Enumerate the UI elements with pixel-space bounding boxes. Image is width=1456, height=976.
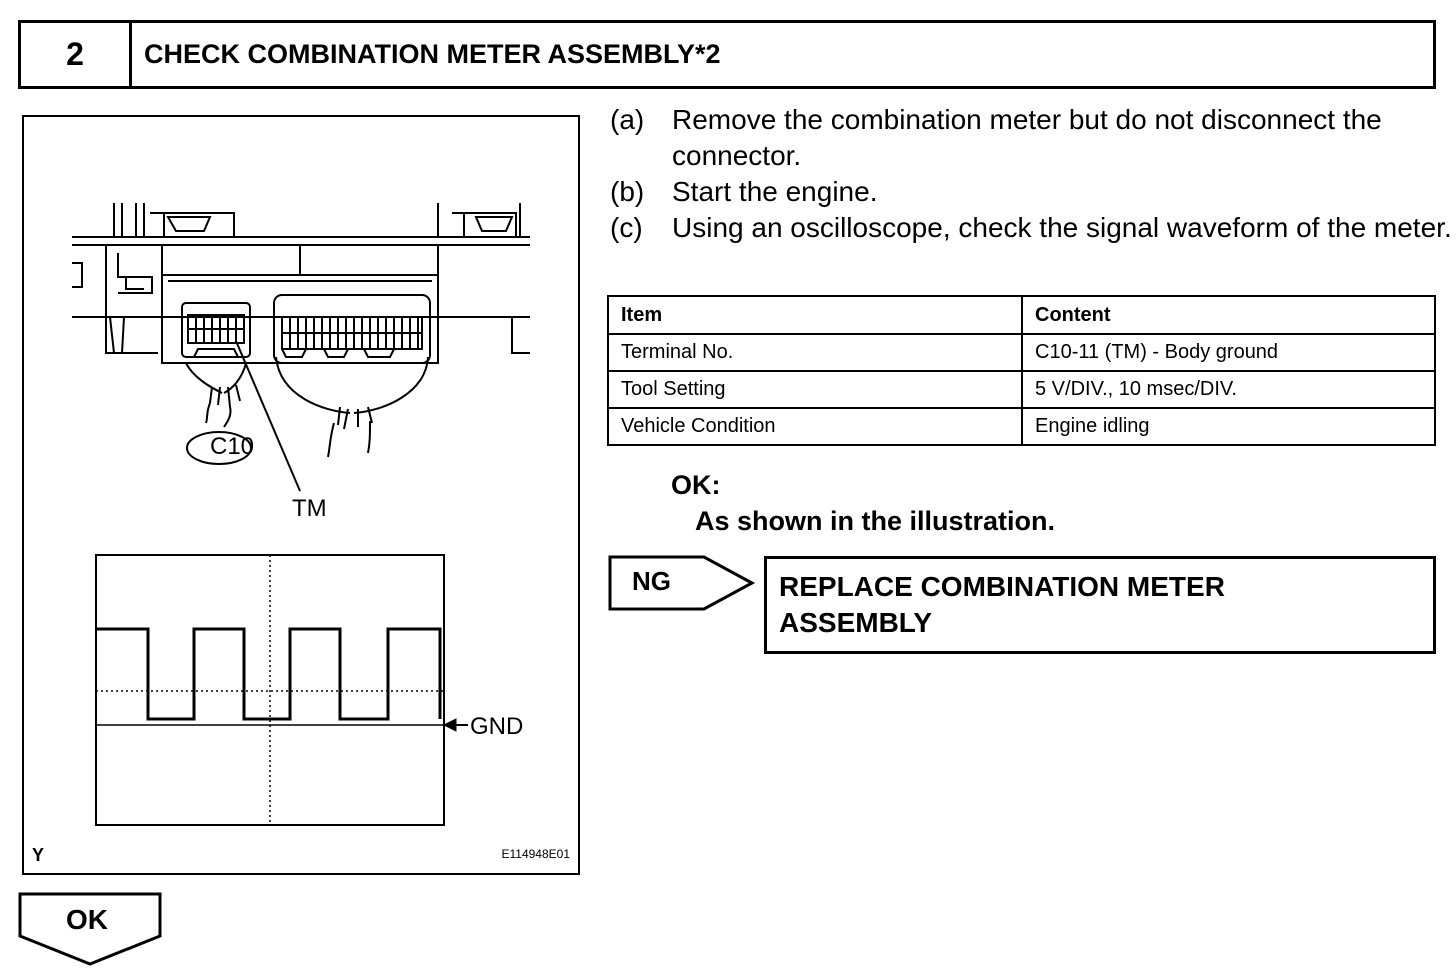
table-cell: C10-11 (TM) - Body ground <box>1021 333 1436 372</box>
instruction-text: Start the engine. <box>672 176 878 207</box>
step-number: 2 <box>21 23 132 86</box>
table-row: Terminal No. C10-11 (TM) - Body ground <box>607 333 1436 372</box>
instruction-letter: (a) <box>610 104 645 135</box>
ng-label: NG <box>632 566 671 596</box>
step-title: CHECK COMBINATION METER ASSEMBLY*2 <box>144 39 721 69</box>
table-cell: 5 V/DIV., 10 msec/DIV. <box>1021 370 1436 409</box>
instruction-letter: (b) <box>610 176 645 207</box>
instruction-text: Using an oscilloscope, check the signal … <box>672 212 1452 243</box>
table-cell: Engine idling <box>1021 407 1436 446</box>
ground-label: GND <box>470 713 524 740</box>
terminal-label-tm: TM <box>292 495 327 522</box>
table-header-cell: Item <box>607 295 1023 335</box>
table-cell: Tool Setting <box>607 370 1023 409</box>
figure-corner-label: Y <box>32 845 45 865</box>
instruction-text: Remove the combination meter but do not … <box>672 104 1382 171</box>
spec-table: Item Content Terminal No. C10-11 (TM) - … <box>607 295 1436 446</box>
oscilloscope-waveform <box>95 554 468 826</box>
ng-arrow-icon <box>608 555 756 611</box>
ok-heading: OK: <box>671 470 721 500</box>
instruction-letter: (c) <box>610 212 643 243</box>
ng-action-text: REPLACE COMBINATION METER ASSEMBLY <box>779 571 1225 638</box>
table-header-row: Item Content <box>607 295 1436 335</box>
table-header-cell: Content <box>1021 295 1436 335</box>
connector-label-c10: C10 <box>210 433 255 460</box>
table-cell: Vehicle Condition <box>607 407 1023 446</box>
ng-action-box: REPLACE COMBINATION METER ASSEMBLY <box>764 556 1436 654</box>
ok-branch-label: OK <box>66 904 108 935</box>
ok-result-text: As shown in the illustration. <box>695 506 1056 536</box>
ok-arrow-icon <box>18 892 162 966</box>
step-header: 2 CHECK COMBINATION METER ASSEMBLY*2 <box>18 20 1436 89</box>
table-row: Tool Setting 5 V/DIV., 10 msec/DIV. <box>607 370 1436 409</box>
figure-code: E114948E01 <box>501 847 570 861</box>
table-row: Vehicle Condition Engine idling <box>607 407 1436 446</box>
table-cell: Terminal No. <box>607 333 1023 372</box>
illustration-figure: C10 TM GND Y E114948E01 <box>22 115 580 875</box>
meter-connector-drawing <box>72 203 530 826</box>
